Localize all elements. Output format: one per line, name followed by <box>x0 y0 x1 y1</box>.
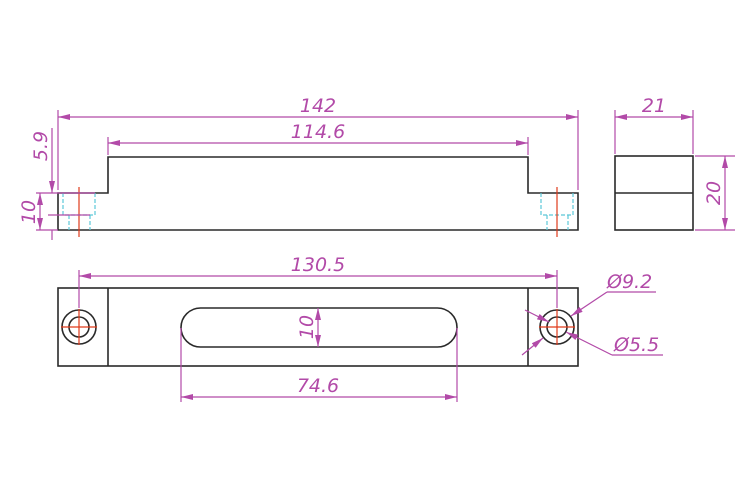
top-view: 130.5 10 74.6 Ø9.2 Ø5.5 <box>57 254 663 402</box>
side-view: 21 20 <box>614 95 735 231</box>
hole-right <box>539 309 575 345</box>
slot <box>180 307 458 348</box>
dim-hole-spacing: 130.5 <box>291 254 345 276</box>
dim-step-height: 5.9 <box>30 131 52 161</box>
front-view: 142 114.6 5.9 10 <box>18 95 579 240</box>
dim-slot-length: 74.6 <box>297 375 339 397</box>
dim-hole-dia: Ø5.5 <box>613 334 659 356</box>
counterbore-right-hidden <box>540 187 574 237</box>
dim-top-length: 114.6 <box>291 121 345 143</box>
dim-side-height: 20 <box>703 181 725 205</box>
dim-side-width: 21 <box>642 95 666 117</box>
dim-overall-length: 142 <box>300 95 336 117</box>
hole-left <box>61 309 97 345</box>
dim-counterbore-dia: Ø9.2 <box>606 271 652 293</box>
dim-base-height: 10 <box>18 200 40 224</box>
dim-slot-width: 10 <box>296 315 318 339</box>
